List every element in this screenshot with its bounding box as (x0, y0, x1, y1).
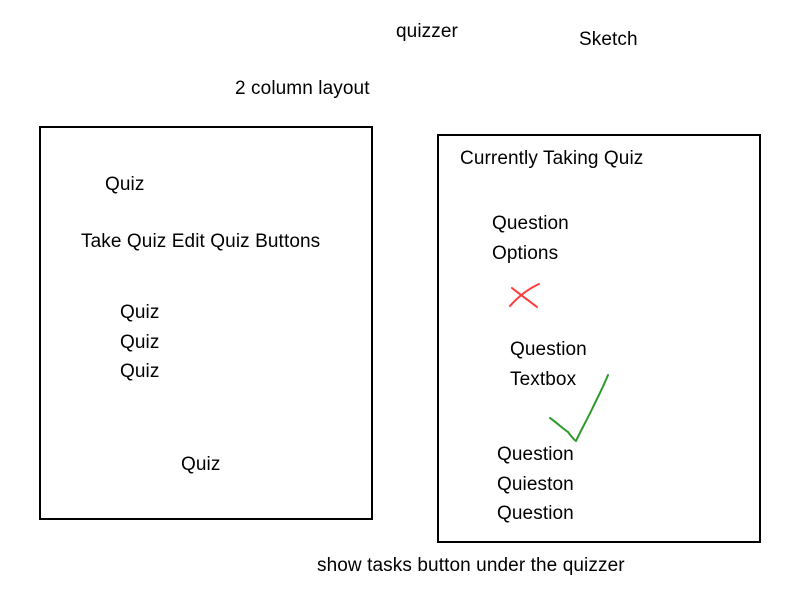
quiz-list-item: Quiz (120, 361, 160, 382)
right-column-title: Currently Taking Quiz (460, 148, 644, 169)
question-label: Question (497, 444, 574, 465)
quiz-list: Quiz Quiz Quiz (120, 302, 159, 391)
question-list-block: Question Quieston Question (497, 444, 574, 533)
right-column-panel (437, 134, 761, 543)
quiz-list-item: Quiz (120, 331, 160, 353)
footer-note: show tasks button under the quizzer (317, 555, 625, 576)
quiz-bottom-item: Quiz (181, 454, 221, 475)
question-label: Question (510, 339, 587, 360)
sketch-label: Sketch (579, 29, 638, 50)
options-label: Options (492, 242, 559, 264)
question-label: Question (492, 213, 569, 234)
layout-note: 2 column layout (235, 78, 370, 99)
textbox-label: Textbox (510, 368, 577, 390)
left-column-panel (39, 126, 373, 520)
question-textbox-block: Question Textbox (510, 339, 587, 398)
question-label: Quieston (497, 473, 574, 495)
app-title: quizzer (396, 21, 458, 42)
quiz-list-item: Quiz (120, 302, 160, 323)
quiz-buttons-note: Take Quiz Edit Quiz Buttons (81, 231, 321, 252)
question-options-block: Question Options (492, 213, 569, 272)
question-label: Question (497, 503, 574, 524)
left-column-title: Quiz (105, 174, 145, 195)
